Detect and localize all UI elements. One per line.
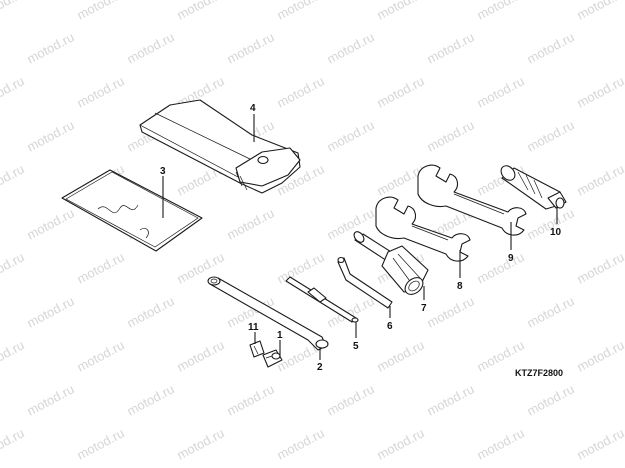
watermark-text: motod.ru (474, 73, 526, 110)
watermark-text: motod.ru (74, 337, 126, 374)
watermark-text: motod.ru (0, 425, 27, 462)
watermark-text: motod.ru (224, 205, 276, 242)
callout-7: 7 (421, 303, 427, 314)
watermark-text: motod.ru (374, 73, 426, 110)
watermark-text: motod.ru (574, 161, 625, 198)
watermark-text: motod.ru (24, 381, 76, 418)
watermark-text: motod.ru (574, 337, 625, 374)
watermark-text: motod.ru (74, 73, 126, 110)
watermark-text: motod.ru (274, 425, 326, 462)
watermark-text: motod.ru (374, 0, 426, 23)
clip-part-11[interactable] (249, 340, 265, 358)
watermark-text: motod.ru (74, 249, 126, 286)
open-end-wrench-large[interactable] (417, 164, 527, 236)
watermark-text: motod.ru (274, 249, 326, 286)
watermark-text: motod.ru (574, 73, 625, 110)
callout-6: 6 (387, 321, 393, 332)
open-end-wrench-small[interactable] (375, 196, 471, 262)
callout-8: 8 (457, 281, 463, 292)
watermark-text: motod.ru (0, 0, 27, 23)
watermark-text: motod.ru (324, 29, 376, 66)
watermark-text: motod.ru (24, 117, 76, 154)
watermark-text: motod.ru (124, 29, 176, 66)
watermark-text: motod.ru (0, 73, 27, 110)
watermark-text: motod.ru (524, 381, 576, 418)
callout-5: 5 (353, 341, 359, 352)
callout-labels: 4 3 10 9 8 7 6 5 2 1 11 (160, 103, 562, 373)
document-sleeve[interactable] (61, 169, 203, 252)
diagram-code: KTZ7F2800 (515, 368, 563, 378)
watermark-text: motod.ru (124, 381, 176, 418)
screwdriver-handle[interactable] (498, 163, 567, 210)
watermark-text: motod.ru (24, 293, 76, 330)
watermark-text: motod.ru (424, 117, 476, 154)
watermark-text: motod.ru (174, 337, 226, 374)
screwdriver-shaft[interactable] (285, 276, 359, 323)
watermark-text: motod.ru (224, 381, 276, 418)
watermark-text: motod.ru (174, 0, 226, 23)
callout-2: 2 (317, 362, 323, 373)
watermark-text: motod.ru (374, 337, 426, 374)
watermark-text: motod.ru (474, 425, 526, 462)
watermark-text: motod.ru (424, 29, 476, 66)
watermark-text: motod.ru (0, 161, 27, 198)
clip-part-1[interactable] (262, 349, 283, 368)
watermark-text: motod.ru (274, 0, 326, 23)
callout-9: 9 (508, 253, 514, 264)
watermark-text: motod.ru (474, 249, 526, 286)
callout-1: 1 (277, 330, 283, 341)
watermark-text: motod.ru (0, 337, 27, 374)
watermark-text: motod.ru (24, 29, 76, 66)
watermark-text: motod.ru (574, 0, 625, 23)
callout-3: 3 (160, 166, 166, 177)
watermark-text: motod.ru (274, 73, 326, 110)
watermark-text: motod.ru (324, 293, 376, 330)
spark-plug-wrench[interactable] (352, 230, 429, 298)
callout-11: 11 (248, 322, 259, 333)
watermark-text: motod.ru (124, 293, 176, 330)
watermark-text: motod.ru (574, 425, 625, 462)
watermark-text: motod.ru (474, 0, 526, 23)
callout-10: 10 (550, 227, 562, 238)
watermark-text: motod.ru (324, 117, 376, 154)
tool-bag[interactable] (139, 99, 301, 194)
watermark-text: motod.ru (174, 425, 226, 462)
wrench-handle-rod[interactable] (337, 256, 393, 309)
watermark-text: motod.ru (24, 205, 76, 242)
watermark-text: motod.ru (524, 293, 576, 330)
watermark-text: motod.ru (74, 425, 126, 462)
watermark-text: motod.ru (74, 0, 126, 23)
watermark-text: motod.ru (524, 29, 576, 66)
watermark-text: motod.ru (524, 117, 576, 154)
callout-4: 4 (250, 103, 256, 114)
watermark-text: motod.ru (324, 381, 376, 418)
watermark-text: motod.ru (424, 293, 476, 330)
watermark-text: motod.ru (324, 205, 376, 242)
watermark-text: motod.ru (224, 29, 276, 66)
watermark-text: motod.ru (0, 249, 27, 286)
watermark-text: motod.ru (574, 249, 625, 286)
watermark-text: motod.ru (374, 425, 426, 462)
watermark-text: motod.ru (424, 381, 476, 418)
pin-spanner[interactable] (207, 276, 329, 351)
leader-lines (162, 114, 558, 360)
